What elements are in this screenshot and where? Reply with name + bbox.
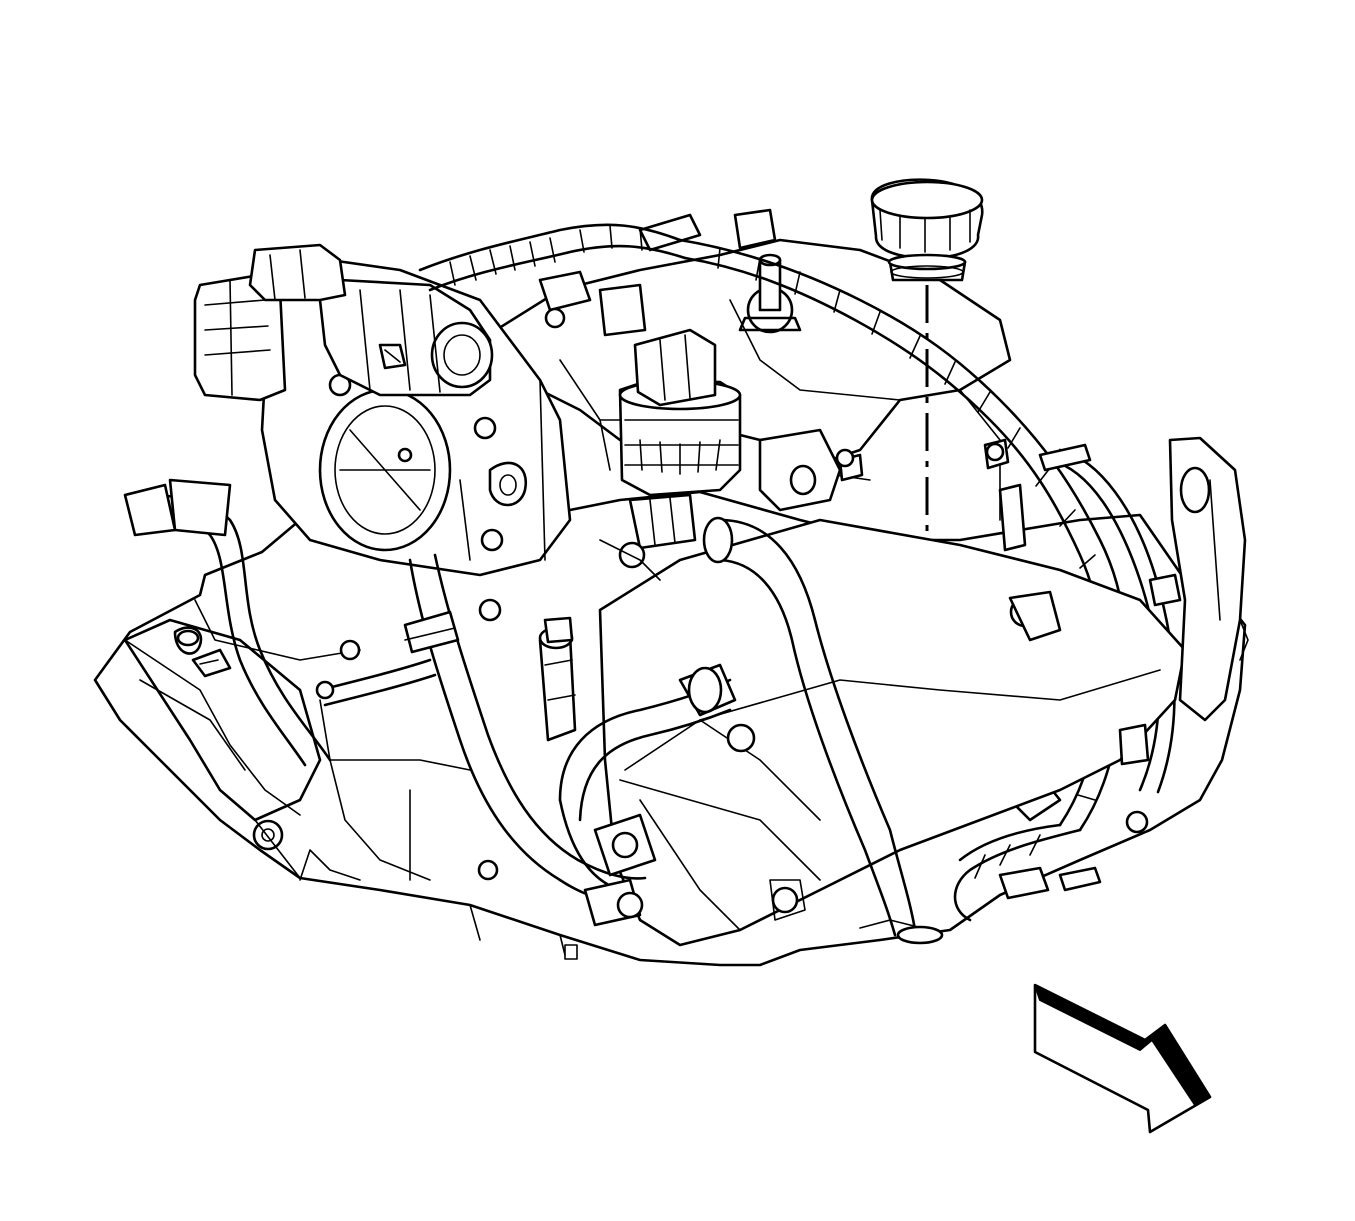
egr-valve (599, 328, 742, 581)
sensor-connector (193, 243, 347, 402)
mounting-bolt (315, 307, 1005, 881)
coolant-hose (123, 478, 944, 945)
view-direction-arrow (1033, 983, 1212, 1134)
valve-cover (598, 518, 1187, 947)
throttle-actuator (318, 278, 494, 397)
lift-bracket (1168, 436, 1249, 722)
temp-sensor (538, 616, 577, 742)
oil-fill-cap (870, 178, 984, 282)
front-cover (123, 618, 322, 879)
